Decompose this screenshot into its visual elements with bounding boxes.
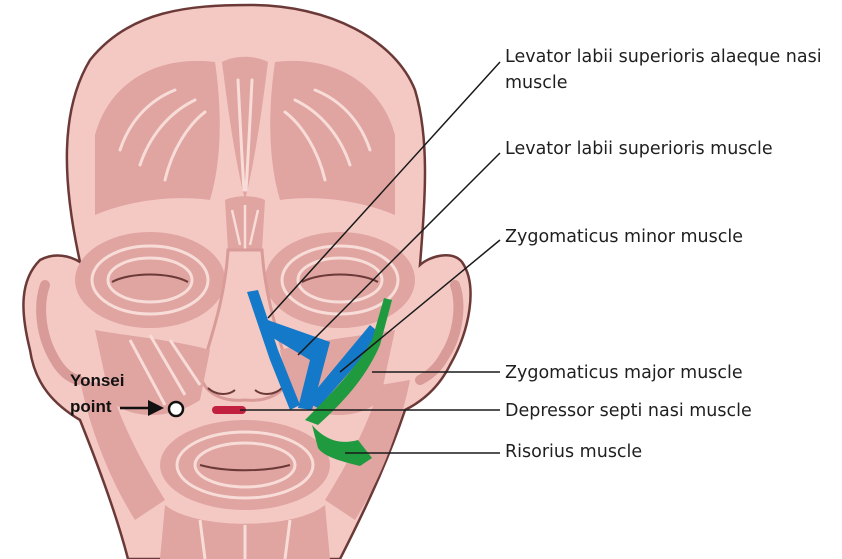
label-risorius: Risorius muscle: [505, 441, 642, 463]
label-zygomaticus-major: Zygomaticus major muscle: [505, 362, 743, 384]
label-depressor-septi: Depressor septi nasi muscle: [505, 400, 752, 422]
label-levator-superioris: Levator labii superioris muscle: [505, 138, 773, 160]
label-yonsei-line2: point: [70, 396, 112, 418]
label-yonsei-line1: Yonsei: [70, 370, 124, 392]
label-levator-alaeque-line1: Levator labii superioris alaeque nasi: [505, 46, 822, 68]
yonsei-point-circle: [169, 402, 183, 416]
label-levator-alaeque-line2: muscle: [505, 72, 568, 94]
head-illustration: [23, 5, 470, 559]
label-zygomaticus-minor: Zygomaticus minor muscle: [505, 226, 743, 248]
